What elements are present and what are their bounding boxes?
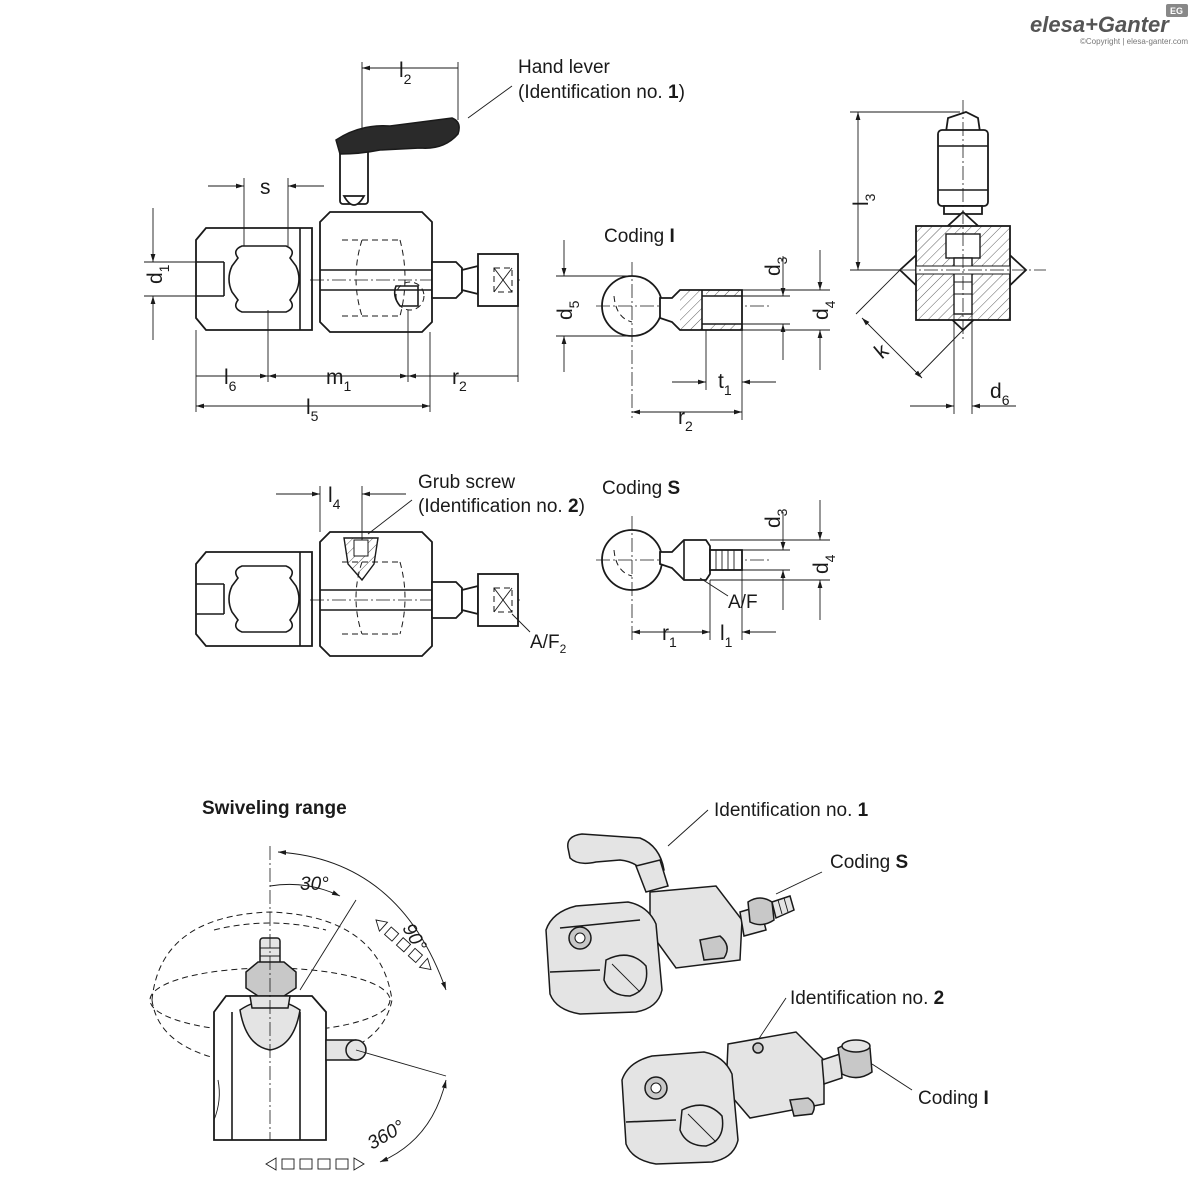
hand-lever-label: Hand lever (518, 57, 611, 78)
iso-center-block (649, 885, 743, 969)
dim-d6: d6 (990, 380, 1010, 408)
pin-socket-2 (477, 573, 519, 627)
swiveling-range-view: Swiveling range 30° 90° 360° (149, 798, 447, 1171)
pin-socket (477, 253, 519, 307)
brand-logo: elesa+Ganter EG ©Copyright | elesa-gante… (1030, 4, 1188, 46)
angle-30: 30° (300, 874, 329, 895)
dim-d5: d5 (554, 300, 582, 320)
coding-s-thread (709, 549, 743, 571)
coding-i-detail: Coding I d5 d3 d4 t1 (554, 226, 838, 434)
clamp-block-left-2 (195, 551, 313, 647)
clamp-block-left (195, 227, 313, 331)
dim-r2-i: r2 (678, 406, 693, 434)
dim-d3-i: d3 (762, 256, 790, 276)
swiveling-range-title: Swiveling range (202, 798, 347, 819)
coding-s-title: Coding S (602, 478, 680, 499)
af2-label: A/F2 (530, 632, 567, 656)
coding-i-title: Coding I (604, 226, 675, 247)
brand-badge-bg (1166, 4, 1188, 17)
swivel-hex-nut (245, 961, 297, 997)
front-view-grub-screw: l4 Grub screw (Identification no. 2) A/F… (195, 472, 585, 657)
dim-s: s (260, 176, 271, 199)
clamp-bore (228, 245, 300, 313)
iso-clamp-block (545, 901, 663, 1015)
dim-k: k (870, 339, 893, 364)
iso-clamp-block-2 (621, 1051, 739, 1165)
ident-1-label: Identification no. 1 (714, 800, 869, 821)
iso-view-ident-2: Identification no. 2 Coding I (621, 988, 989, 1165)
dim-d4-s: d4 (810, 554, 838, 574)
iso-coding-s-label: Coding S (830, 852, 908, 873)
brand-badge: EG (1170, 6, 1183, 16)
dim-l3: l3 (850, 193, 878, 206)
af-label: A/F (728, 592, 758, 613)
coding-s-hex (659, 539, 711, 581)
hand-lever-front (335, 117, 460, 206)
iso-coding-i-label: Coding I (918, 1088, 989, 1109)
dim-l6: l6 (224, 366, 237, 394)
front-view-hand-lever: l2 Hand lever (Identification no. 1) s d… (144, 57, 685, 424)
grub-screw-label: Grub screw (418, 472, 515, 493)
dim-l4: l4 (328, 484, 341, 512)
arc-360 (379, 1079, 447, 1163)
dim-m1: m1 (326, 366, 352, 394)
iso-view-ident-1: Identification no. 1 Coding S (545, 800, 908, 1015)
brand-copyright: ©Copyright | elesa-ganter.com (1080, 37, 1188, 46)
central-block (319, 211, 433, 333)
dim-l2: l2 (399, 59, 412, 87)
coding-s-detail: Coding S d3 d4 A/F r1 l1 (596, 478, 838, 650)
dim-d3-s: d3 (762, 508, 790, 528)
pin-shank (431, 261, 463, 299)
rotation-arrow-horizontal (265, 1157, 365, 1171)
rotation-arrow-vertical (375, 919, 432, 971)
brand-name: elesa+Ganter (1030, 12, 1170, 37)
grub-screw (343, 537, 379, 582)
dim-l5: l5 (306, 396, 319, 424)
dim-d4-i: d4 (810, 300, 838, 320)
dim-t1: t1 (718, 370, 732, 398)
iso-coding-s-nut (747, 897, 775, 926)
dim-r2-front: r2 (452, 366, 467, 394)
grub-screw-ident: (Identification no. 2) (418, 496, 585, 517)
ident-2-label: Identification no. 2 (790, 988, 944, 1009)
hand-lever-ident: (Identification no. 1) (518, 82, 685, 103)
arc-90 (277, 850, 447, 991)
dim-l1: l1 (720, 622, 733, 650)
dim-d1: d1 (144, 264, 172, 284)
side-section-view: l3 k d6 (850, 100, 1046, 414)
angle-360: 360° (364, 1116, 409, 1154)
dim-r1: r1 (662, 622, 677, 650)
